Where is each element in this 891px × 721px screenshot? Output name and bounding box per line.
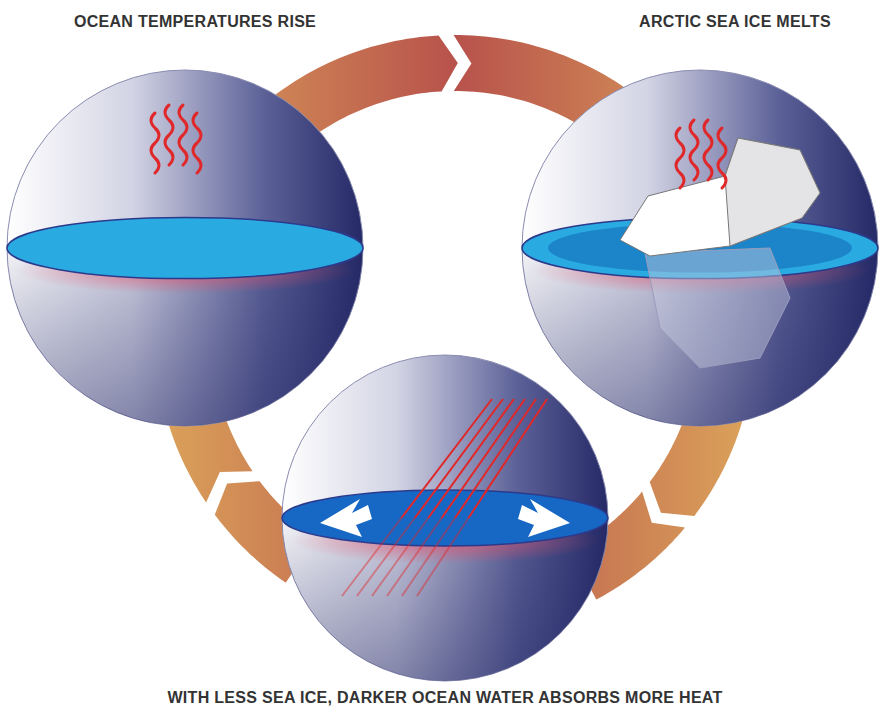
iceberg <box>620 138 820 256</box>
sphere <box>282 355 608 681</box>
cycle-stage: WITH LESS SEA ICE, DARKER OCEAN WATER AB… <box>280 353 610 683</box>
sun-ray <box>428 399 514 518</box>
sun-ray <box>442 399 525 518</box>
heat-wave <box>704 120 712 180</box>
sphere <box>522 70 878 426</box>
sun-ray <box>455 399 536 518</box>
heat-wave <box>151 113 159 173</box>
heat-wave <box>193 113 201 173</box>
ice-retreat-arrow <box>320 499 372 537</box>
sphere-illustration <box>520 68 880 428</box>
cycle-stage: OCEAN TEMPERATURES RISE <box>5 68 365 428</box>
stage-heading: OCEAN TEMPERATURES RISE <box>74 13 316 31</box>
heat-wave <box>165 105 173 165</box>
sphere-illustration <box>280 353 610 683</box>
sun-ray <box>468 399 547 518</box>
ice-retreat-arrow <box>518 499 570 537</box>
sun-ray-absorbed <box>402 518 455 596</box>
sun-ray-absorbed <box>372 518 428 596</box>
iceberg-face <box>725 138 820 246</box>
cycle-stage: ARCTIC SEA ICE MELTS <box>520 68 880 428</box>
sun-ray-absorbed <box>387 518 442 596</box>
sun-ray-absorbed <box>357 518 415 596</box>
sphere <box>7 70 363 426</box>
stage-heading: WITH LESS SEA ICE, DARKER OCEAN WATER AB… <box>167 689 722 707</box>
sphere-illustration <box>5 68 365 428</box>
sun-ray-absorbed <box>417 518 468 596</box>
sun-ray <box>415 399 503 518</box>
sun-ray <box>401 399 492 518</box>
iceberg-underwater <box>645 248 790 368</box>
heat-wave <box>718 128 726 188</box>
heat-wave <box>676 128 684 188</box>
heat-wave <box>690 120 698 180</box>
heat-wave <box>179 105 187 165</box>
ocean-surface <box>7 217 363 278</box>
stage-heading: ARCTIC SEA ICE MELTS <box>639 13 831 31</box>
ocean-surface <box>282 490 608 546</box>
